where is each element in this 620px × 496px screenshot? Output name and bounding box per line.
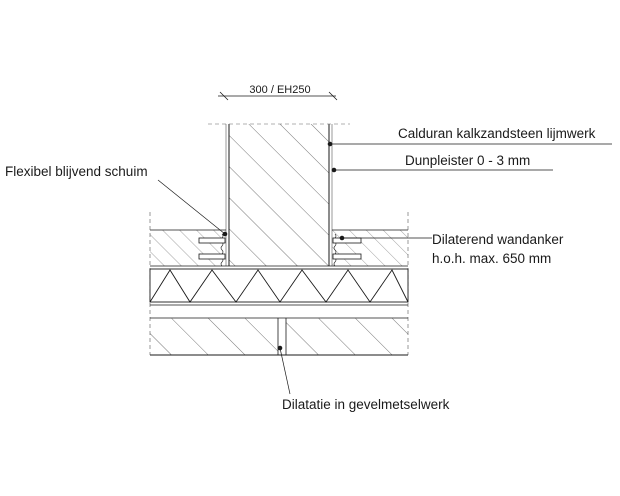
dimension-label: 300 / EH250 xyxy=(249,84,310,96)
leader-dots xyxy=(222,141,345,351)
wall-section xyxy=(208,123,350,266)
wall-anchor-group xyxy=(198,237,362,260)
label-calduran: Calduran kalkzandsteen lijmwerk xyxy=(398,126,596,141)
facade-brickwork xyxy=(150,318,408,356)
label-dilatation: Dilatatie in gevelmetselwerk xyxy=(282,397,450,412)
label-wall-anchor-spacing: h.o.h. max. 650 mm xyxy=(432,251,551,266)
cavity xyxy=(150,304,408,319)
outer-leaf-upper xyxy=(149,212,409,355)
label-dunpleister: Dunpleister 0 - 3 mm xyxy=(405,153,530,168)
label-wall-anchor: Dilaterend wandanker xyxy=(432,232,564,247)
leader-lines xyxy=(157,143,612,395)
insulation-layer xyxy=(149,268,409,303)
dimension-group xyxy=(218,91,338,101)
label-flexible-foam: Flexibel blijvend schuim xyxy=(5,164,148,179)
